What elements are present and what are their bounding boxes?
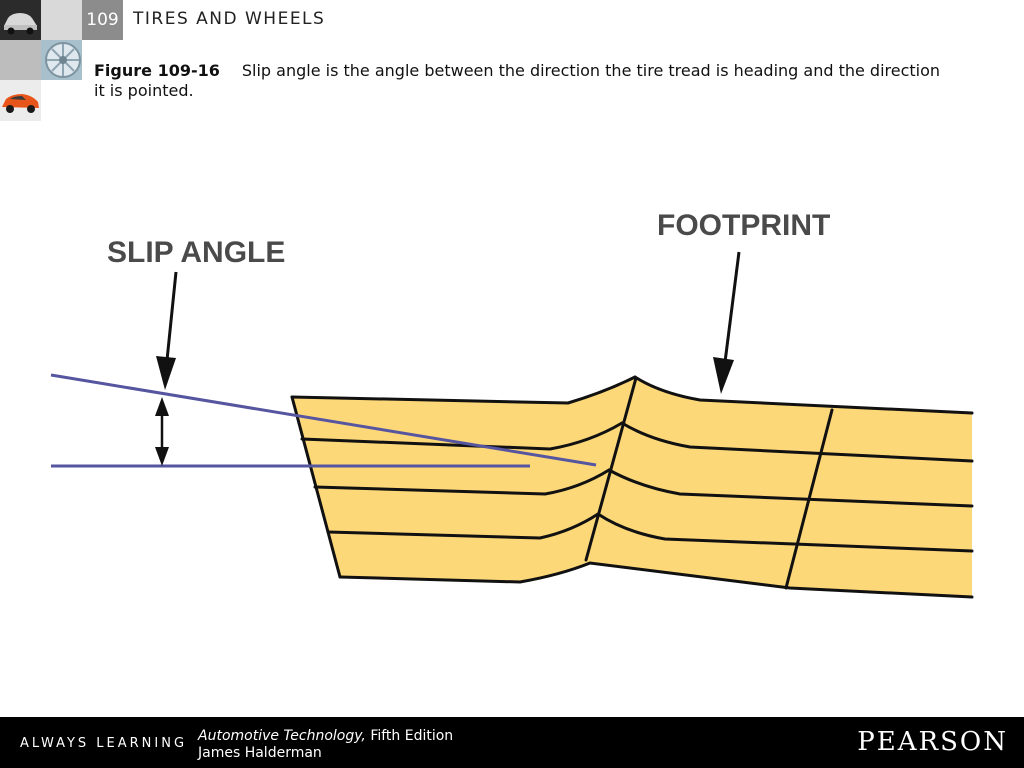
always-learning-tagline: ALWAYS LEARNING — [20, 736, 188, 751]
figure-label: Figure 109-16 — [94, 61, 220, 80]
tread-bottom-edge — [338, 561, 974, 599]
book-title: Automotive Technology, Fifth Edition — [198, 728, 453, 744]
tread-groove — [313, 468, 974, 508]
slip-angle-label: SLIP ANGLE — [107, 236, 285, 269]
chapter-title: TIRES AND WHEELS — [133, 9, 326, 29]
gray-tile — [0, 40, 41, 80]
tread-footprint — [292, 377, 972, 597]
slip-angle-pointer-arrowhead — [156, 356, 176, 390]
slip-angle-span-arrow-up — [155, 397, 169, 416]
car-thumbnail-silver — [0, 0, 41, 40]
chapter-number: 109 — [82, 0, 123, 40]
caption-text: Slip angle is the angle between the dire… — [94, 61, 941, 100]
wheel-thumbnail — [41, 40, 82, 80]
tread-lines — [290, 375, 974, 599]
tread-groove — [300, 421, 974, 463]
book-edition: Fifth Edition — [365, 728, 454, 744]
pearson-logo: PEARSON — [857, 727, 1008, 757]
footprint-pointer-line — [722, 251, 741, 371]
tread-heading-line — [50, 373, 597, 467]
tread-left-edge — [290, 395, 342, 579]
book-author: James Halderman — [198, 745, 322, 761]
slip-angle-span-arrow-down — [155, 447, 169, 466]
book-title-italic: Automotive Technology, — [198, 728, 366, 744]
car-thumbnail-orange — [0, 80, 41, 121]
slip-angle-diagram: SLIP ANGLE FOOTPRINT — [50, 209, 974, 599]
gray-tile — [41, 0, 82, 40]
footer-bar: ALWAYS LEARNING Automotive Technology, F… — [0, 717, 1024, 768]
footprint-label: FOOTPRINT — [657, 209, 830, 242]
tread-crease — [584, 376, 638, 562]
footprint-pointer-arrowhead — [713, 357, 734, 394]
slip-angle-pointer-line — [164, 271, 178, 371]
tread-crease — [784, 408, 834, 590]
